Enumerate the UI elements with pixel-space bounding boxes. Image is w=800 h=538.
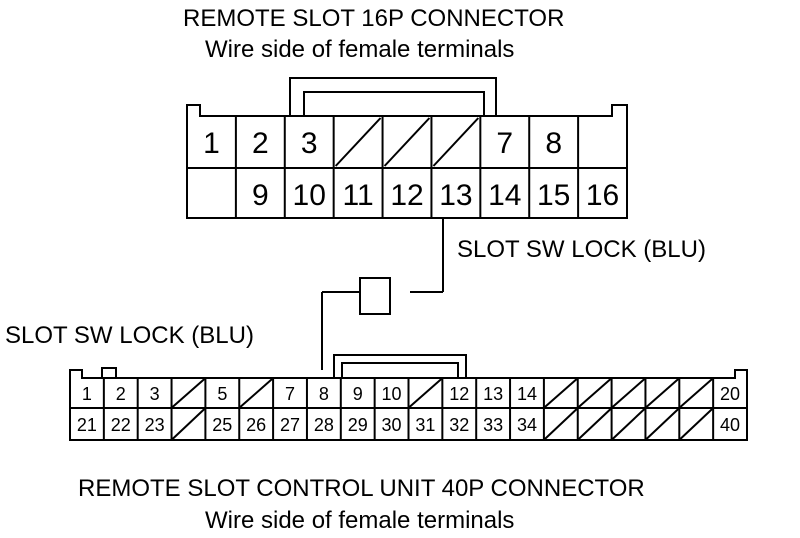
connector-16p-pin-15: 15 <box>537 179 570 212</box>
connector-40p-pin-9: 9 <box>353 384 363 404</box>
connector-40p-pin-12: 12 <box>449 384 469 404</box>
connector-40p-pin-33: 33 <box>483 415 503 435</box>
connector-16p <box>186 77 628 219</box>
wire-slot-sw-lock <box>321 218 444 370</box>
connector-40p-pin-5: 5 <box>217 384 227 404</box>
wire-label-upper: SLOT SW LOCK (BLU) <box>457 236 706 263</box>
connector-16p-subtitle: Wire side of female terminals <box>205 36 514 63</box>
connector-40p-pin-30: 30 <box>382 415 402 435</box>
connector-40p-unused-cavity <box>679 378 713 408</box>
connector-16p-pin-7: 7 <box>496 127 513 160</box>
connector-40p-unused-cavity <box>679 408 713 440</box>
wire-splice <box>359 277 391 315</box>
connector-40p <box>69 354 748 441</box>
connector-40p-unused-cavity <box>544 378 578 408</box>
connector-16p-pin-1: 1 <box>203 127 220 160</box>
connector-40p-pin-31: 31 <box>415 415 435 435</box>
connector-40p-unused-cavity <box>611 378 646 408</box>
connector-40p-pin-28: 28 <box>314 415 334 435</box>
connector-40p-unused-cavity <box>171 408 206 440</box>
connector-16p-unused-cavity <box>383 117 431 167</box>
connector-16p-pin-13: 13 <box>439 179 472 212</box>
connector-40p-pin-14: 14 <box>517 384 537 404</box>
connector-40p-title: REMOTE SLOT CONTROL UNIT 40P CONNECTOR <box>78 475 645 502</box>
connector-40p-unused-cavity <box>611 408 646 440</box>
connector-16p-unused-cavity <box>334 117 382 167</box>
connector-40p-pin-23: 23 <box>145 415 165 435</box>
connector-40p-pin-26: 26 <box>246 415 266 435</box>
connector-40p-pin-22: 22 <box>111 415 131 435</box>
connector-16p-pin-3: 3 <box>301 127 318 160</box>
connector-40p-pin-13: 13 <box>483 384 503 404</box>
connector-40p-pin-3: 3 <box>150 384 160 404</box>
connector-40p-pin-25: 25 <box>212 415 232 435</box>
connector-40p-pin-27: 27 <box>280 415 300 435</box>
connector-40p-unused-cavity <box>544 408 578 440</box>
connector-40p-pin-32: 32 <box>449 415 469 435</box>
connector-40p-unused-cavity <box>578 408 612 440</box>
wire-label-lower: SLOT SW LOCK (BLU) <box>5 322 254 349</box>
connector-40p-pin-40: 40 <box>720 415 740 435</box>
connector-40p-unused-cavity <box>239 378 273 408</box>
connector-16p-pin-8: 8 <box>545 127 562 160</box>
connector-40p-unused-cavity <box>578 378 612 408</box>
connector-40p-pin-2: 2 <box>116 384 126 404</box>
connector-40p-unused-cavity <box>408 378 443 408</box>
connector-40p-pin-29: 29 <box>348 415 368 435</box>
connector-16p-pin-9: 9 <box>252 179 269 212</box>
connector-16p-pin-16: 16 <box>586 179 619 212</box>
connector-40p-pin-34: 34 <box>517 415 537 435</box>
connector-16p-pin-10: 10 <box>293 179 326 212</box>
connector-40p-pin-20: 20 <box>720 384 740 404</box>
connector-40p-pin-8: 8 <box>319 384 329 404</box>
connector-16p-title: REMOTE SLOT 16P CONNECTOR <box>183 5 564 32</box>
connector-40p-unused-cavity <box>171 378 206 408</box>
connector-40p-pin-7: 7 <box>285 384 295 404</box>
connector-40p-unused-cavity <box>645 408 679 440</box>
connector-16p-pin-12: 12 <box>390 179 423 212</box>
connector-16p-pin-14: 14 <box>488 179 521 212</box>
connector-40p-pin-1: 1 <box>82 384 92 404</box>
connector-16p-unused-cavity <box>432 117 480 167</box>
connector-40p-unused-cavity <box>645 378 679 408</box>
connector-40p-pin-10: 10 <box>382 384 402 404</box>
connector-16p-pin-2: 2 <box>252 127 269 160</box>
connector-40p-subtitle: Wire side of female terminals <box>205 507 514 534</box>
connector-16p-pin-11: 11 <box>343 179 374 212</box>
connector-40p-pin-21: 21 <box>77 415 97 435</box>
